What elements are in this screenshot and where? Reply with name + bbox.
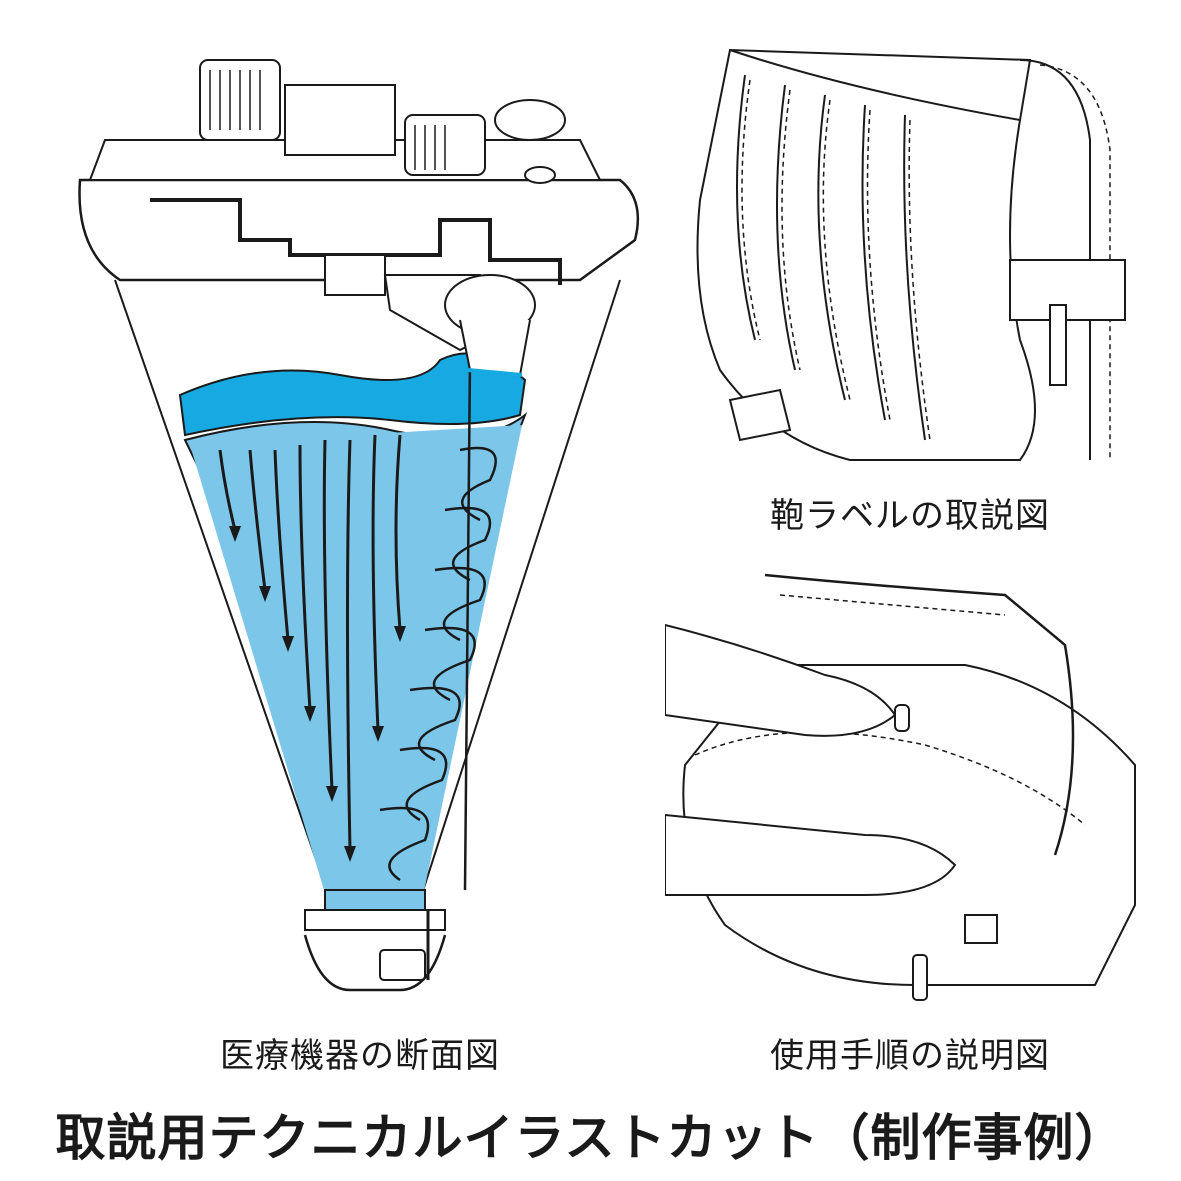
- arm-head: [459, 319, 531, 377]
- usage-steps-illustration: [665, 565, 1155, 1015]
- valve-handle: [379, 949, 426, 981]
- downflow-arrowheads: [229, 526, 406, 862]
- cross-section-illustration: [60, 30, 660, 1020]
- outlet-clamp: [303, 934, 447, 992]
- bag-top-edge: [729, 49, 1021, 121]
- side-strap: [1009, 259, 1126, 321]
- section-cut-line: [150, 198, 562, 285]
- buckle: [728, 388, 792, 442]
- downflow-arrows: [218, 434, 402, 851]
- zipper-stitch: [779, 594, 1006, 616]
- upper-hand: [665, 623, 897, 737]
- bag-tag: [964, 914, 998, 944]
- label-straps: [736, 74, 926, 441]
- lower-hand: [665, 813, 957, 896]
- outlet-flange: [304, 909, 446, 931]
- usage-steps-drawing: [665, 573, 1136, 1001]
- zipper-tab: [912, 954, 928, 1001]
- motor-fins: [209, 70, 446, 170]
- arm-head-band: [467, 368, 523, 377]
- stitch-lines: [741, 79, 931, 441]
- cross-section-drawing: [78, 59, 640, 992]
- gearbox: [284, 84, 396, 156]
- screw-spiral: [379, 359, 497, 891]
- bag-label-illustration: [690, 40, 1130, 480]
- zipper-track: [764, 573, 1075, 856]
- cross-section-caption: 医療機器の断面図: [220, 1036, 500, 1076]
- bag-label-drawing: [696, 48, 1126, 461]
- shaft-housing: [324, 254, 386, 296]
- page-title: 取説用テクニカルイラストカット（制作事例）: [55, 1109, 1126, 1167]
- bag-label-caption: 鞄ラベルの取説図: [770, 496, 1050, 536]
- zipper-pull: [1049, 304, 1067, 386]
- flange-port: [494, 99, 566, 141]
- small-port: [524, 166, 556, 184]
- shoulder-strap: [1019, 59, 1091, 460]
- fluid-fill: [190, 425, 522, 910]
- usage-steps-caption: 使用手順の説明図: [770, 1036, 1050, 1076]
- zipper-slider: [894, 704, 910, 732]
